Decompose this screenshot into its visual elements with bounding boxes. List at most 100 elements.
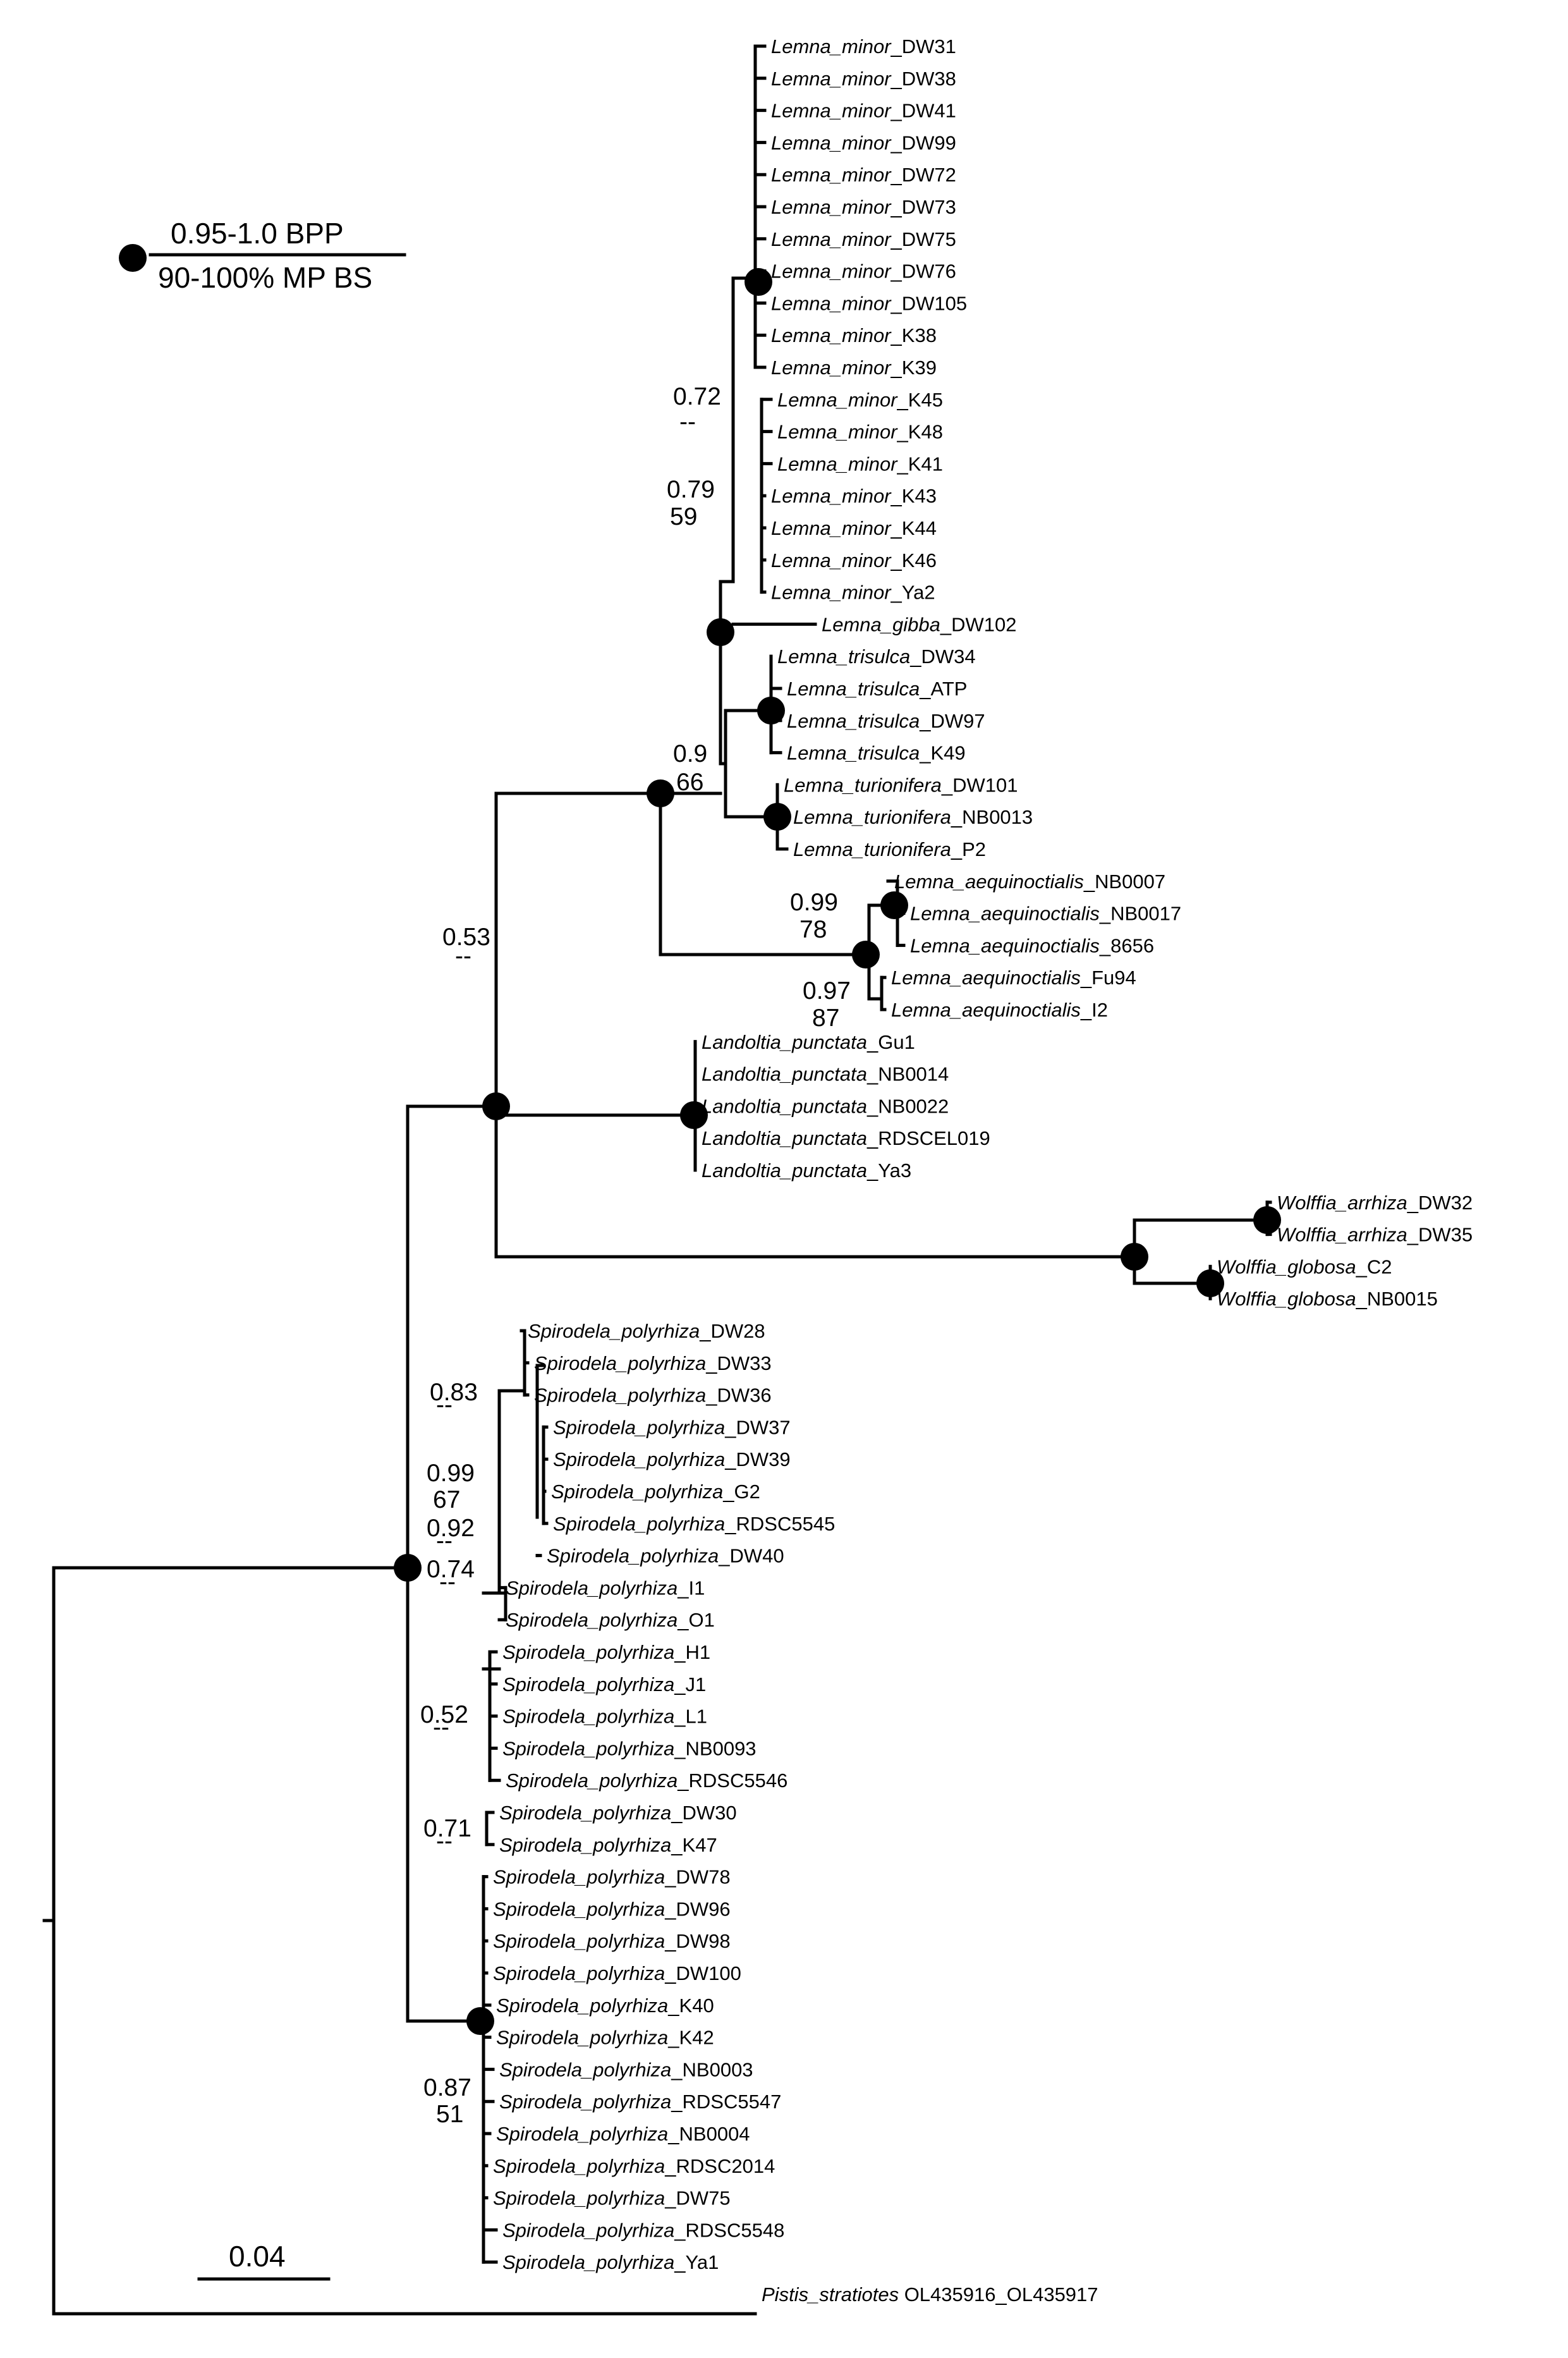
- taxon-genus-species: Wolffia_arrhiza: [1277, 1224, 1407, 1246]
- taxon-label: Spirodela_polyrhiza_K47: [499, 1834, 717, 1856]
- taxon-genus-species: Spirodela_polyrhiza: [493, 2155, 665, 2177]
- support-value: 0.9: [673, 740, 707, 767]
- taxon-strain: _K41: [897, 453, 943, 475]
- taxon-genus-species: Spirodela_polyrhiza: [551, 1481, 723, 1503]
- taxon-genus-species: Lemna_aequinoctialis: [910, 903, 1100, 925]
- taxon-genus-species: Spirodela_polyrhiza: [506, 1609, 678, 1631]
- taxon-strain: _NB0017: [1099, 903, 1181, 925]
- taxon-strain: _RDSC5548: [674, 2219, 784, 2241]
- taxon-label: Lemna_minor_DW105: [771, 292, 967, 314]
- taxon-label: Lemna_minor_K38: [771, 324, 937, 346]
- taxon-strain: _I2: [1080, 999, 1108, 1021]
- taxon-genus-species: Lemna_trisulca: [787, 678, 920, 700]
- taxon-strain: _NB0014: [866, 1063, 949, 1085]
- taxon-strain: _DW75: [890, 228, 956, 250]
- taxon-label: Spirodela_polyrhiza_DW28: [528, 1320, 765, 1342]
- taxon-genus-species: Spirodela_polyrhiza: [534, 1384, 706, 1407]
- support-value: 0.53: [442, 924, 490, 951]
- taxon-genus-species: Spirodela_polyrhiza: [506, 1769, 678, 1792]
- taxon-genus-species: Landoltia_punctata: [702, 1127, 867, 1149]
- support-values: 0.72--0.79590.9660.99780.97870.53--0.83-…: [420, 383, 851, 2128]
- taxon-genus-species: Lemna_minor: [771, 196, 892, 218]
- taxon-strain: _DW36: [705, 1384, 771, 1407]
- taxon-label: Spirodela_polyrhiza_DW96: [493, 1898, 731, 1920]
- taxon-label: Landoltia_punctata_RDSCEL019: [702, 1127, 990, 1149]
- taxon-strain: _DW98: [664, 1930, 730, 1952]
- node-aeq-top: [880, 891, 908, 919]
- taxon-strain: _K45: [897, 389, 943, 411]
- taxon-genus-species: Spirodela_polyrhiza: [547, 1545, 719, 1567]
- taxon-label: Lemna_aequinoctialis_8656: [910, 934, 1154, 956]
- node-lemna: [647, 779, 674, 807]
- taxon-genus-species: Spirodela_polyrhiza: [502, 1737, 674, 1759]
- taxon-label: Spirodela_polyrhiza_O1: [506, 1609, 715, 1631]
- taxon-genus-species: Spirodela_polyrhiza: [493, 1898, 665, 1920]
- taxon-strain: _RDSCEL019: [866, 1127, 990, 1149]
- taxon-strain: _DW37: [724, 1416, 790, 1438]
- taxon-labels: Lemna_minor_DW31Lemna_minor_DW38Lemna_mi…: [493, 35, 1473, 2306]
- taxon-label: Landoltia_punctata_Gu1: [702, 1031, 915, 1053]
- taxon-strain: _K49: [919, 742, 965, 764]
- taxon-strain: _8656: [1099, 934, 1154, 956]
- taxon-label: Spirodela_polyrhiza_DW78: [493, 1866, 731, 1888]
- taxon-genus-species: Lemna_minor: [771, 68, 892, 90]
- taxon-strain: _NB0003: [671, 2058, 753, 2080]
- taxon-label: Lemna_minor_DW38: [771, 68, 956, 90]
- taxon-label: Lemna_aequinoctialis_I2: [891, 999, 1108, 1021]
- taxon-strain: _DW31: [890, 35, 956, 58]
- taxon-strain: _G2: [722, 1481, 760, 1503]
- taxon-strain: _Ya3: [866, 1159, 911, 1182]
- taxon-label: Spirodela_polyrhiza_NB0093: [502, 1737, 757, 1759]
- taxon-label: Lemna_minor_DW76: [771, 260, 956, 283]
- taxon-strain: _K40: [667, 1995, 714, 2017]
- support-value: 0.83: [430, 1379, 478, 1406]
- taxon-strain: _I1: [677, 1577, 705, 1599]
- taxon-strain: _DW100: [664, 1962, 741, 1984]
- taxon-strain: _L1: [674, 1706, 707, 1728]
- taxon-genus-species: Spirodela_polyrhiza: [493, 1930, 665, 1952]
- taxon-label: Pistis_stratiotes OL435916_OL435917: [762, 2283, 1098, 2306]
- taxon-label: Lemna_minor_K41: [777, 453, 943, 475]
- taxon-strain: _DW33: [705, 1352, 771, 1374]
- taxon-genus-species: Lemna_minor: [771, 100, 892, 122]
- node-wolffia-globosa: [1196, 1269, 1224, 1297]
- taxon-strain: _O1: [677, 1609, 715, 1631]
- support-value: 59: [670, 503, 697, 530]
- taxon-label: Wolffia_globosa_NB0015: [1217, 1288, 1438, 1310]
- taxon-strain: _K43: [890, 485, 937, 507]
- support-value: --: [436, 1828, 453, 1855]
- taxon-genus-species: Spirodela_polyrhiza: [506, 1577, 678, 1599]
- taxon-label: Lemna_turionifera_DW101: [784, 774, 1018, 796]
- taxon-strain: _ATP: [919, 678, 967, 700]
- taxon-strain: _K42: [667, 2027, 714, 2049]
- taxon-strain: _K46: [890, 549, 937, 571]
- legend-node-marker: [119, 244, 147, 272]
- taxon-label: Lemna_minor_DW72: [771, 164, 956, 186]
- taxon-genus-species: Lemna_trisulca: [787, 710, 920, 732]
- taxon-label: Landoltia_punctata_NB0014: [702, 1063, 949, 1085]
- taxon-genus-species: Lemna_minor: [777, 453, 898, 475]
- taxon-genus-species: Spirodela_polyrhiza: [502, 1706, 674, 1728]
- taxon-label: Spirodela_polyrhiza_Ya1: [502, 2251, 719, 2273]
- taxon-genus-species: Spirodela_polyrhiza: [493, 1866, 665, 1888]
- taxon-label: Lemna_minor_K44: [771, 517, 937, 539]
- support-value: 78: [799, 916, 827, 943]
- taxon-label: Lemna_aequinoctialis_NB0007: [894, 871, 1165, 893]
- taxon-label: Spirodela_polyrhiza_DW36: [534, 1384, 772, 1407]
- taxon-label: Lemna_minor_K45: [777, 389, 943, 411]
- taxon-strain: _NB0007: [1083, 871, 1165, 893]
- taxon-label: Spirodela_polyrhiza_DW37: [553, 1416, 791, 1438]
- taxon-strain: _RDSC5547: [671, 2091, 781, 2113]
- taxon-genus-species: Spirodela_polyrhiza: [499, 2091, 671, 2113]
- taxon-genus-species: Lemna_aequinoctialis: [891, 999, 1081, 1021]
- taxon-genus-species: Lemna_turionifera: [784, 774, 942, 796]
- taxon-genus-species: Lemna_minor: [771, 260, 892, 283]
- taxon-genus-species: Spirodela_polyrhiza: [499, 2058, 671, 2080]
- taxon-genus-species: Spirodela_polyrhiza: [496, 2123, 668, 2145]
- taxon-strain: _P2: [951, 838, 986, 860]
- taxon-genus-species: Lemna_minor: [777, 421, 898, 443]
- taxon-strain: _DW34: [909, 645, 975, 668]
- scale-bar: 0.04: [197, 2240, 331, 2281]
- taxon-genus-species: Lemna_aequinoctialis: [910, 934, 1100, 956]
- taxon-genus-species: Lemna_gibba: [822, 613, 940, 635]
